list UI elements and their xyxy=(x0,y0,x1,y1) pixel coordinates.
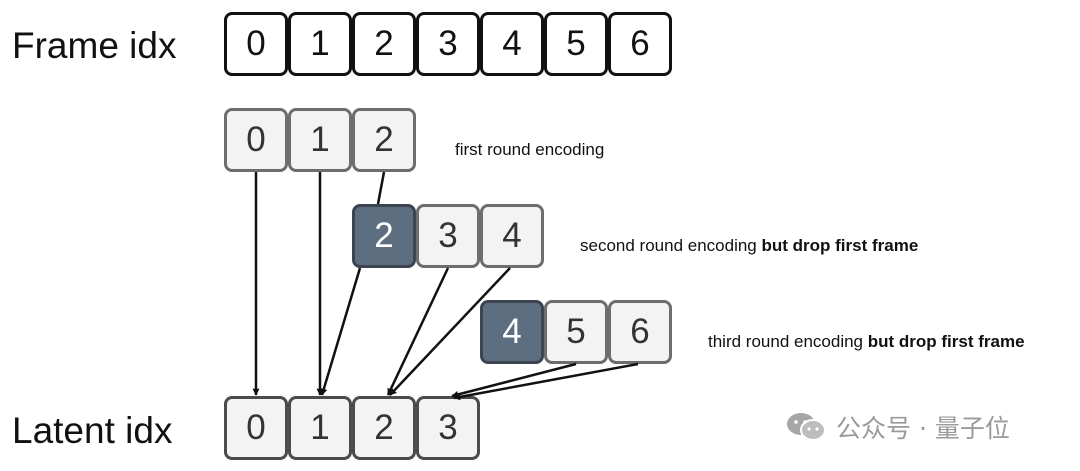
round3-note: third round encoding but drop first fram… xyxy=(708,332,1025,352)
latent-cell: 1 xyxy=(288,396,352,460)
watermark: 公众号 · 量子位 xyxy=(786,407,1010,447)
round3-dropped-cell: 4 xyxy=(480,300,544,364)
frame-cell: 5 xyxy=(544,12,608,76)
round3-cell: 5 xyxy=(544,300,608,364)
round2-cell: 4 xyxy=(480,204,544,268)
round2-note-bold: but drop first frame xyxy=(761,236,919,255)
arrow-connector-frame2 xyxy=(376,171,386,205)
latent-idx-label: Latent idx xyxy=(12,410,173,451)
round1-note: first round encoding xyxy=(455,140,604,160)
round1-cell: 1 xyxy=(288,108,352,172)
round3-note-bold: but drop first frame xyxy=(867,332,1025,351)
frame-cell: 2 xyxy=(352,12,416,76)
frame-cell: 3 xyxy=(416,12,480,76)
round1-cell: 2 xyxy=(352,108,416,172)
round1-note-text: first round encoding xyxy=(455,140,605,159)
round2-note: second round encoding but drop first fra… xyxy=(580,236,918,256)
arrow-round3-b-to-latent3 xyxy=(453,362,639,401)
latent-cell: 0 xyxy=(224,396,288,460)
round3-cell: 6 xyxy=(608,300,672,364)
frame-cell: 6 xyxy=(608,12,672,76)
arrow-round2-to-latent2 xyxy=(386,267,450,396)
latent-cell: 3 xyxy=(416,396,480,460)
frame-idx-label: Frame idx xyxy=(12,25,177,66)
round1-cell: 0 xyxy=(224,108,288,172)
round3-note-text: third round encoding xyxy=(708,332,868,351)
frame-cell: 1 xyxy=(288,12,352,76)
round2-note-text: second round encoding xyxy=(580,236,762,255)
round2-cell: 3 xyxy=(416,204,480,268)
frame-cell: 0 xyxy=(224,12,288,76)
round2-dropped-cell: 2 xyxy=(352,204,416,268)
wechat-icon xyxy=(787,413,826,441)
arrow-round3-to-latent3 xyxy=(451,362,577,398)
arrow-round1-to-latent1 xyxy=(320,267,362,396)
frame-cell: 4 xyxy=(480,12,544,76)
latent-cell: 2 xyxy=(352,396,416,460)
watermark-text: 公众号 · 量子位 xyxy=(836,414,1010,443)
